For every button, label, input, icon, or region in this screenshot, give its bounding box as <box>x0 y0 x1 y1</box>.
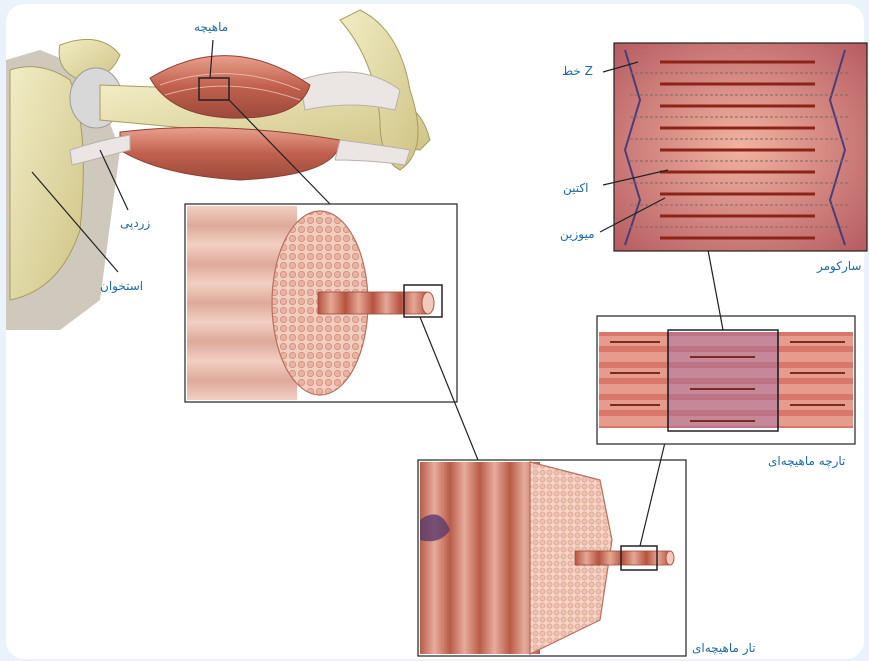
label-sarcomere: سارکومر <box>817 259 861 273</box>
label-myosin: میوزین <box>560 227 595 241</box>
muscle-fiber-panel <box>418 430 686 656</box>
label-bone: استخوان <box>100 279 143 293</box>
label-muscle: ماهیچه <box>194 20 228 34</box>
sarcomere-panel <box>600 43 867 251</box>
label-actin: اکتین <box>563 181 588 195</box>
label-muscle-fiber: تار ماهیچه‌ای <box>692 641 756 655</box>
label-myofibril: تارچه ماهیچه‌ای <box>768 454 845 468</box>
label-z-line: خط Z <box>562 64 593 78</box>
myofibril-strands <box>599 332 853 428</box>
label-tendon: زردپی <box>120 216 150 230</box>
